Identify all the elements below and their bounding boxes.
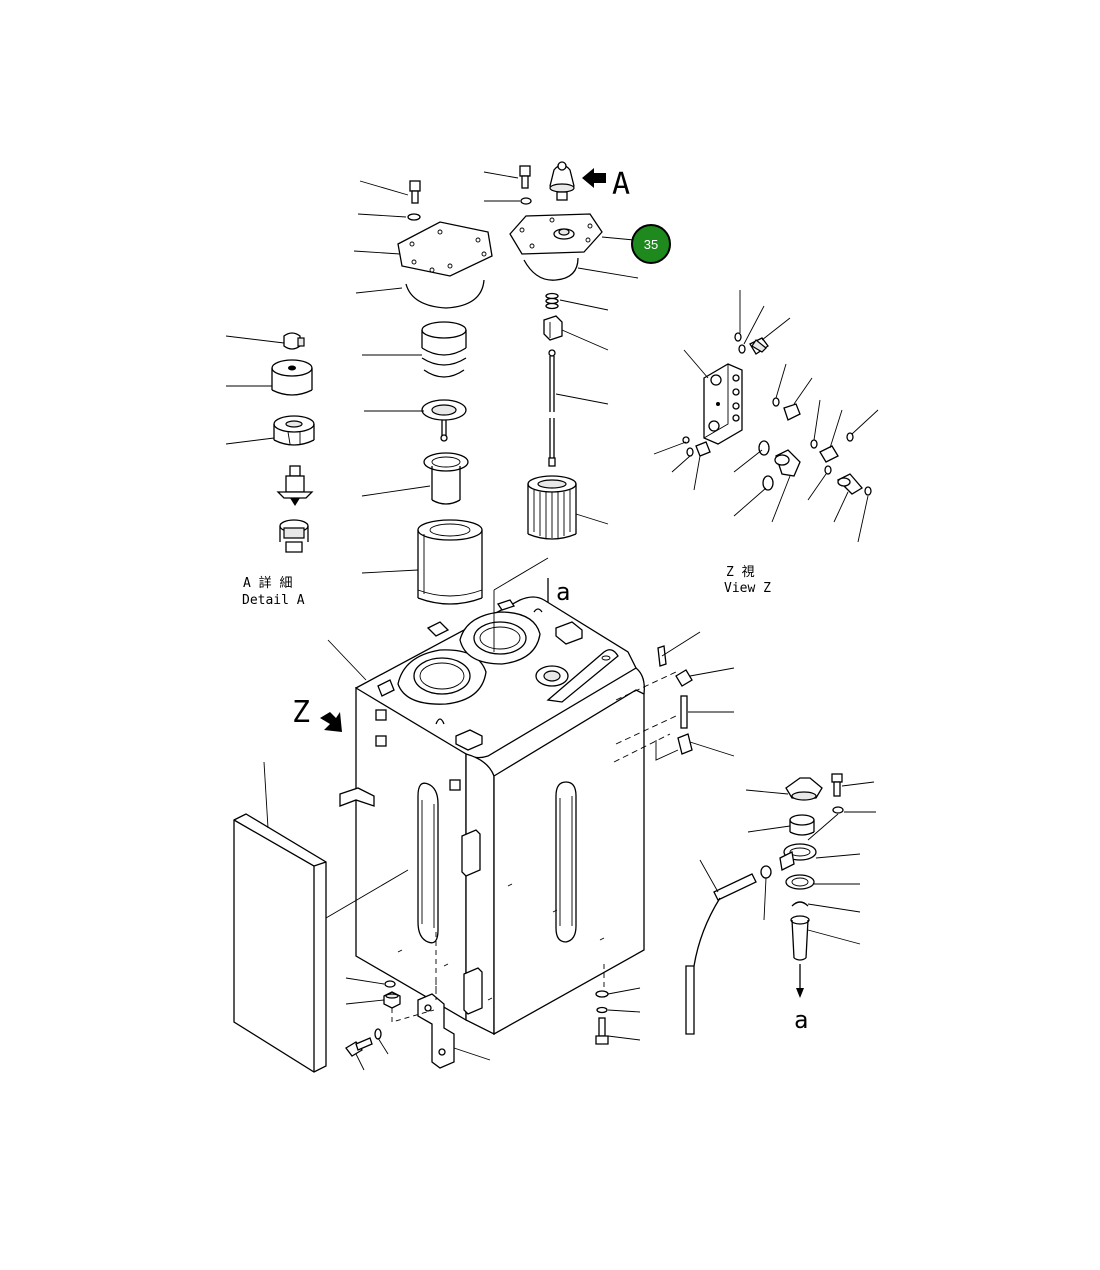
detail-a-nut <box>273 415 315 446</box>
filter-element-small <box>527 475 577 540</box>
center-stack-leaders <box>483 171 639 525</box>
center-cover-plate <box>509 213 603 255</box>
floor-bolt <box>595 1017 609 1045</box>
center-gasket <box>523 257 579 281</box>
filter-holder <box>423 452 469 505</box>
tank-corner-bracket-2 <box>463 967 483 1015</box>
view-z-fitting-4 <box>695 441 711 457</box>
left-stack-leaders <box>353 180 431 574</box>
badge-number[interactable]: 35 <box>644 237 658 252</box>
filler-strainer <box>790 915 810 961</box>
bottom-hardware <box>345 932 641 1071</box>
cover-plate <box>397 221 493 277</box>
bypass-valve <box>421 399 467 442</box>
cover-washer <box>407 213 421 221</box>
filler-washer <box>832 806 844 814</box>
tank-hose-clamp <box>339 787 375 807</box>
filler-gasket <box>785 874 815 890</box>
arrow-a-indicator <box>582 168 606 188</box>
view-z-label-jp: Z 視 <box>726 565 755 580</box>
filler-cap <box>785 777 823 801</box>
breather-valve <box>549 161 575 201</box>
view-z-leaders <box>653 290 879 543</box>
flow-a-bottom-label: a <box>794 1006 808 1034</box>
filter-element-large <box>417 519 483 605</box>
view-z-elbow-1 <box>774 449 801 477</box>
filler-strainer-ring <box>789 814 815 836</box>
view-z-elbow-2 <box>836 473 863 495</box>
breather-hose <box>685 859 772 1035</box>
mount-bolt <box>345 1037 373 1057</box>
floor-washer <box>596 1006 608 1014</box>
view-z-fitting-1 <box>749 337 769 355</box>
tank-side-cover <box>233 761 327 1073</box>
tank-top-bracket <box>546 649 619 703</box>
detail-a-body <box>271 359 313 396</box>
center-nut <box>543 315 563 341</box>
arrow-z-indicator <box>320 712 342 732</box>
tank-filter-port-left <box>397 649 487 705</box>
detail-a-leaders <box>225 335 285 445</box>
filler-neck <box>779 843 817 871</box>
mount-bracket <box>417 993 455 1069</box>
detail-a-fitting <box>279 519 309 553</box>
badge-circle[interactable] <box>631 224 671 264</box>
right-leaders <box>745 781 876 945</box>
right-piping <box>613 631 876 1035</box>
detail-a-valve <box>276 465 314 506</box>
pipe-fitting-lower <box>655 733 693 761</box>
strainer-rings <box>421 321 467 378</box>
tank-top-lugs <box>377 599 583 751</box>
cover-gasket <box>405 279 485 309</box>
drain-oring <box>384 980 396 988</box>
filler-snap-ring <box>791 901 809 907</box>
center-filter-stack <box>483 161 639 540</box>
tank-filter-port-right <box>459 611 541 665</box>
flow-a-bottom-arrow <box>796 964 804 998</box>
detail-a-cap <box>283 332 305 350</box>
pipe-fitting-upper <box>657 645 693 687</box>
floor-nut <box>595 990 609 998</box>
tank-sight-gauge-left <box>417 782 439 944</box>
view-z-fitting-2 <box>783 403 801 421</box>
tank-sight-gauge-right <box>555 781 577 943</box>
callout-badge-35[interactable]: 35 <box>631 224 671 264</box>
arrow-z-label: Z <box>292 695 310 730</box>
flow-a-top-label: a <box>556 578 570 606</box>
pipe-straight <box>680 695 688 729</box>
center-bolt <box>519 165 531 189</box>
view-z-manifold <box>653 290 879 543</box>
tank-oil-filler <box>535 665 569 687</box>
center-washer <box>520 197 532 205</box>
arrow-a-label: A <box>612 167 630 202</box>
tank-corner-bracket-1 <box>461 829 481 877</box>
bottom-leaders <box>345 932 641 1071</box>
detail-a-label-jp: A 詳 細 <box>243 575 292 591</box>
center-rod <box>548 349 556 467</box>
detail-a-label-en: Detail A <box>242 593 305 608</box>
detail-a-parts <box>225 332 315 553</box>
cover-bolt <box>409 180 421 204</box>
hydraulic-tank <box>325 557 645 1036</box>
filler-bolt <box>831 773 843 797</box>
mount-washer <box>374 1028 382 1040</box>
left-filter-stack <box>353 180 493 605</box>
drain-plug <box>383 991 401 1009</box>
view-z-label-en: View Z <box>724 581 771 596</box>
view-z-fitting-3 <box>819 445 839 463</box>
center-spring <box>545 292 559 310</box>
